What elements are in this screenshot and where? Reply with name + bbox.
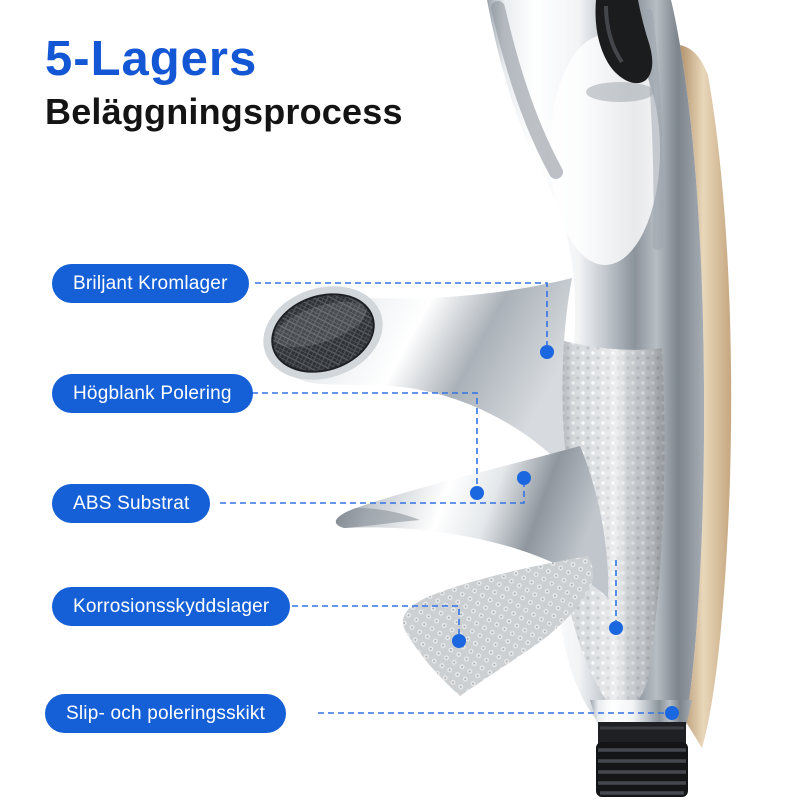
grinding-polishing-layer	[558, 340, 665, 716]
callout-dot-3	[517, 471, 531, 485]
connector-2	[252, 392, 478, 486]
callout-connectors	[220, 282, 664, 714]
title-block: 5-Lagers Beläggningsprocess	[45, 32, 403, 133]
callout-dot-5	[609, 621, 623, 635]
head-reflection-right	[643, 9, 664, 250]
body-sheen	[558, 340, 665, 716]
connector-4	[292, 605, 460, 634]
spray-nozzle-black	[586, 0, 654, 102]
trim-strip-beige	[680, 45, 732, 748]
callout-label-hogblank-polering: Högblank Polering	[52, 374, 253, 413]
callout-dot-2	[470, 486, 484, 500]
callout-dots	[452, 345, 679, 720]
mesh-disc	[271, 293, 375, 373]
corrosion-protection-layer	[403, 556, 593, 696]
connector-1	[255, 282, 548, 345]
title-line-dark: Beläggningsprocess	[45, 91, 403, 133]
polishing-layer	[335, 446, 609, 598]
callout-label-briljant-kromlager: Briljant Kromlager	[52, 264, 249, 303]
title-line-blue: 5-Lagers	[45, 32, 258, 86]
connector-3	[220, 485, 525, 504]
head-reflection-left	[491, 1, 563, 179]
callout-dot-4	[452, 634, 466, 648]
callout-label-slip-och-poleringsskikt: Slip- och poleringsskikt	[45, 694, 287, 733]
callout-dot-1	[540, 345, 554, 359]
callout-label-abs-substrat: ABS Substrat	[52, 484, 211, 523]
callout-label-korrosionsskyddslager: Korrosionsskyddslager	[52, 587, 291, 626]
chrome-layer	[263, 278, 572, 472]
callout-dot-6	[665, 706, 679, 720]
